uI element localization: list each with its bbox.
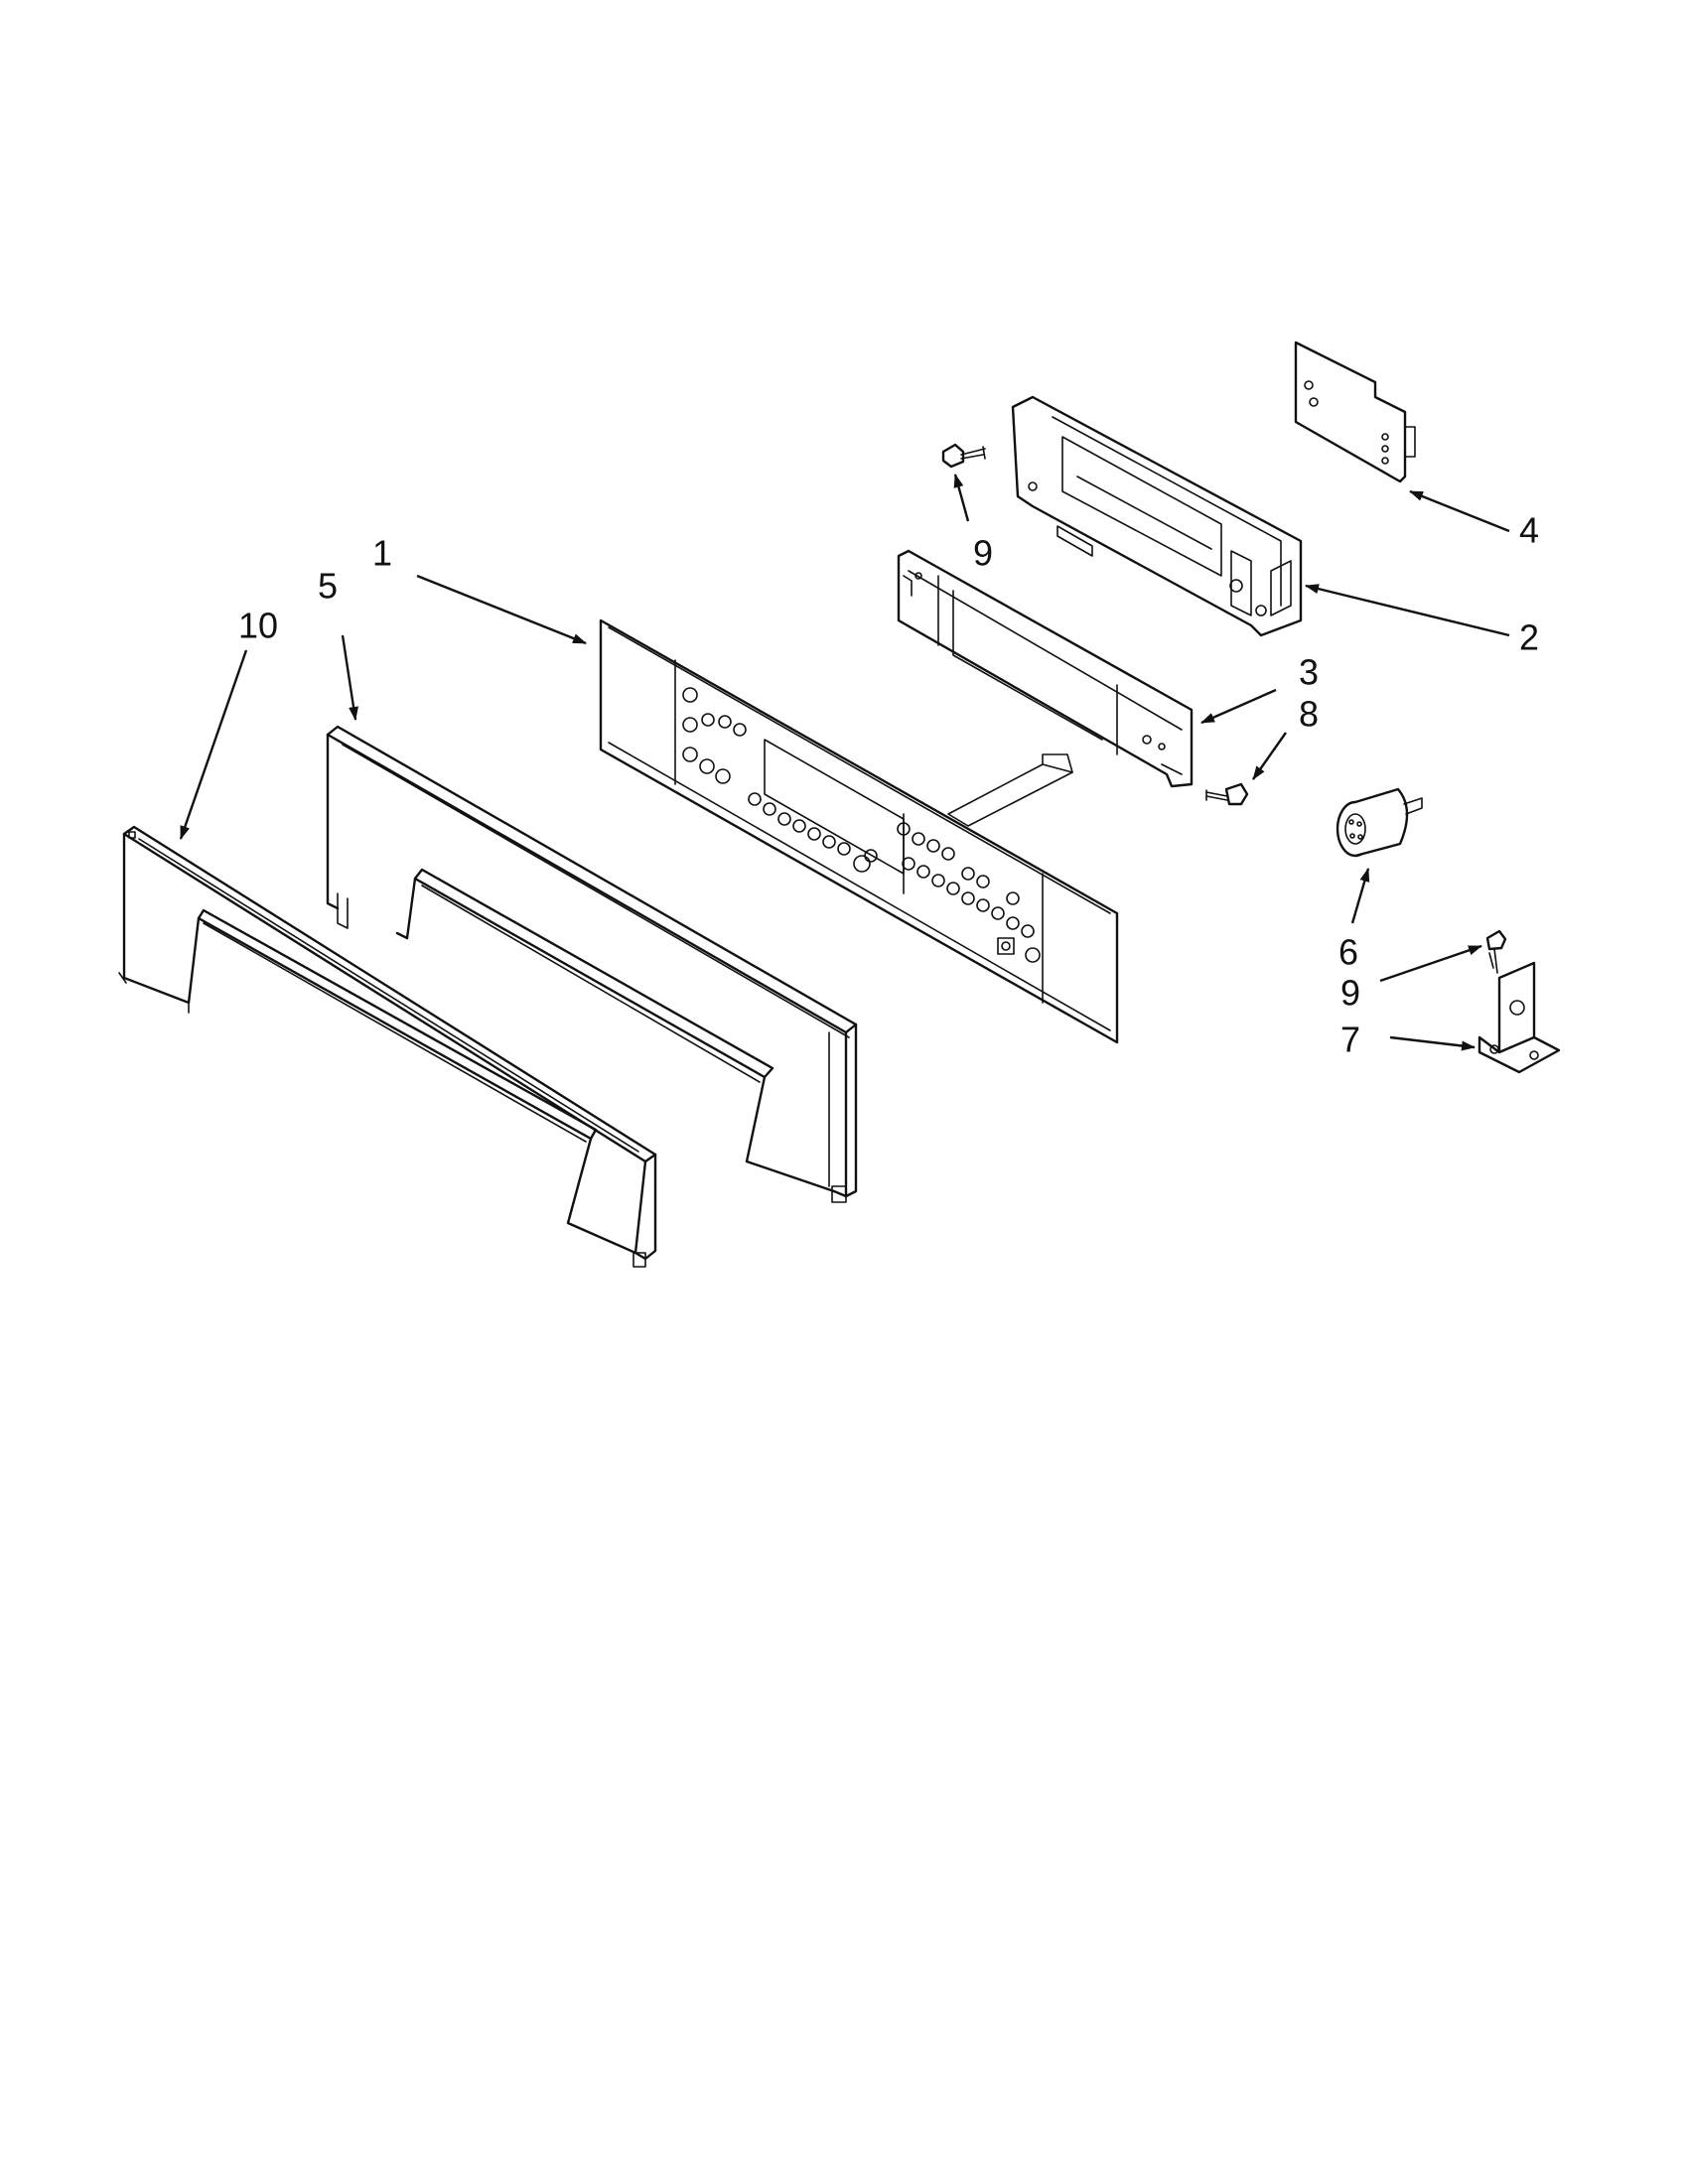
- callout-9-upper: 9: [973, 533, 993, 574]
- control-housing-part-5: [326, 725, 858, 1203]
- mounting-bracket-part-3: [897, 549, 1194, 788]
- leader-6: [1350, 868, 1370, 924]
- callout-1: 1: [372, 533, 392, 574]
- callout-4: 4: [1519, 510, 1539, 551]
- leader-lines: [179, 474, 1510, 1051]
- callout-9-lower: 9: [1340, 973, 1360, 1014]
- leader-1: [416, 574, 587, 645]
- leader-5: [341, 634, 358, 721]
- keypad-buttons: [682, 687, 1041, 963]
- callout-6: 6: [1338, 932, 1358, 973]
- callout-3: 3: [1299, 652, 1319, 693]
- callout-5: 5: [318, 566, 338, 607]
- screw-part-8: [1205, 782, 1249, 806]
- ribbon-cable: [947, 753, 1073, 827]
- screw-part-9-upper: [941, 443, 986, 469]
- relay-part-6: [1336, 787, 1423, 858]
- circuit-card-part-4: [1294, 341, 1416, 483]
- callout-2: 2: [1519, 617, 1539, 658]
- leader-8: [1252, 732, 1287, 780]
- leader-4: [1409, 489, 1510, 533]
- leader-3: [1200, 688, 1277, 725]
- leader-7: [1389, 1035, 1476, 1051]
- leader-10: [179, 649, 248, 840]
- callout-10: 10: [238, 606, 278, 646]
- callout-8: 8: [1299, 694, 1319, 735]
- leader-9-lower: [1379, 944, 1482, 983]
- trim-frame-part-10: [118, 825, 657, 1268]
- callout-labels: 1 2 3 4 5 6 7 8 9 9 10: [238, 510, 1539, 1060]
- callout-7: 7: [1340, 1020, 1360, 1060]
- leader-9-upper: [953, 474, 970, 522]
- screw-part-9-lower: [1485, 929, 1507, 974]
- control-panel-part-1: [599, 618, 1119, 1044]
- control-board-part-2: [1011, 395, 1303, 637]
- l-bracket-part-7: [1477, 961, 1561, 1074]
- leader-2: [1305, 584, 1510, 637]
